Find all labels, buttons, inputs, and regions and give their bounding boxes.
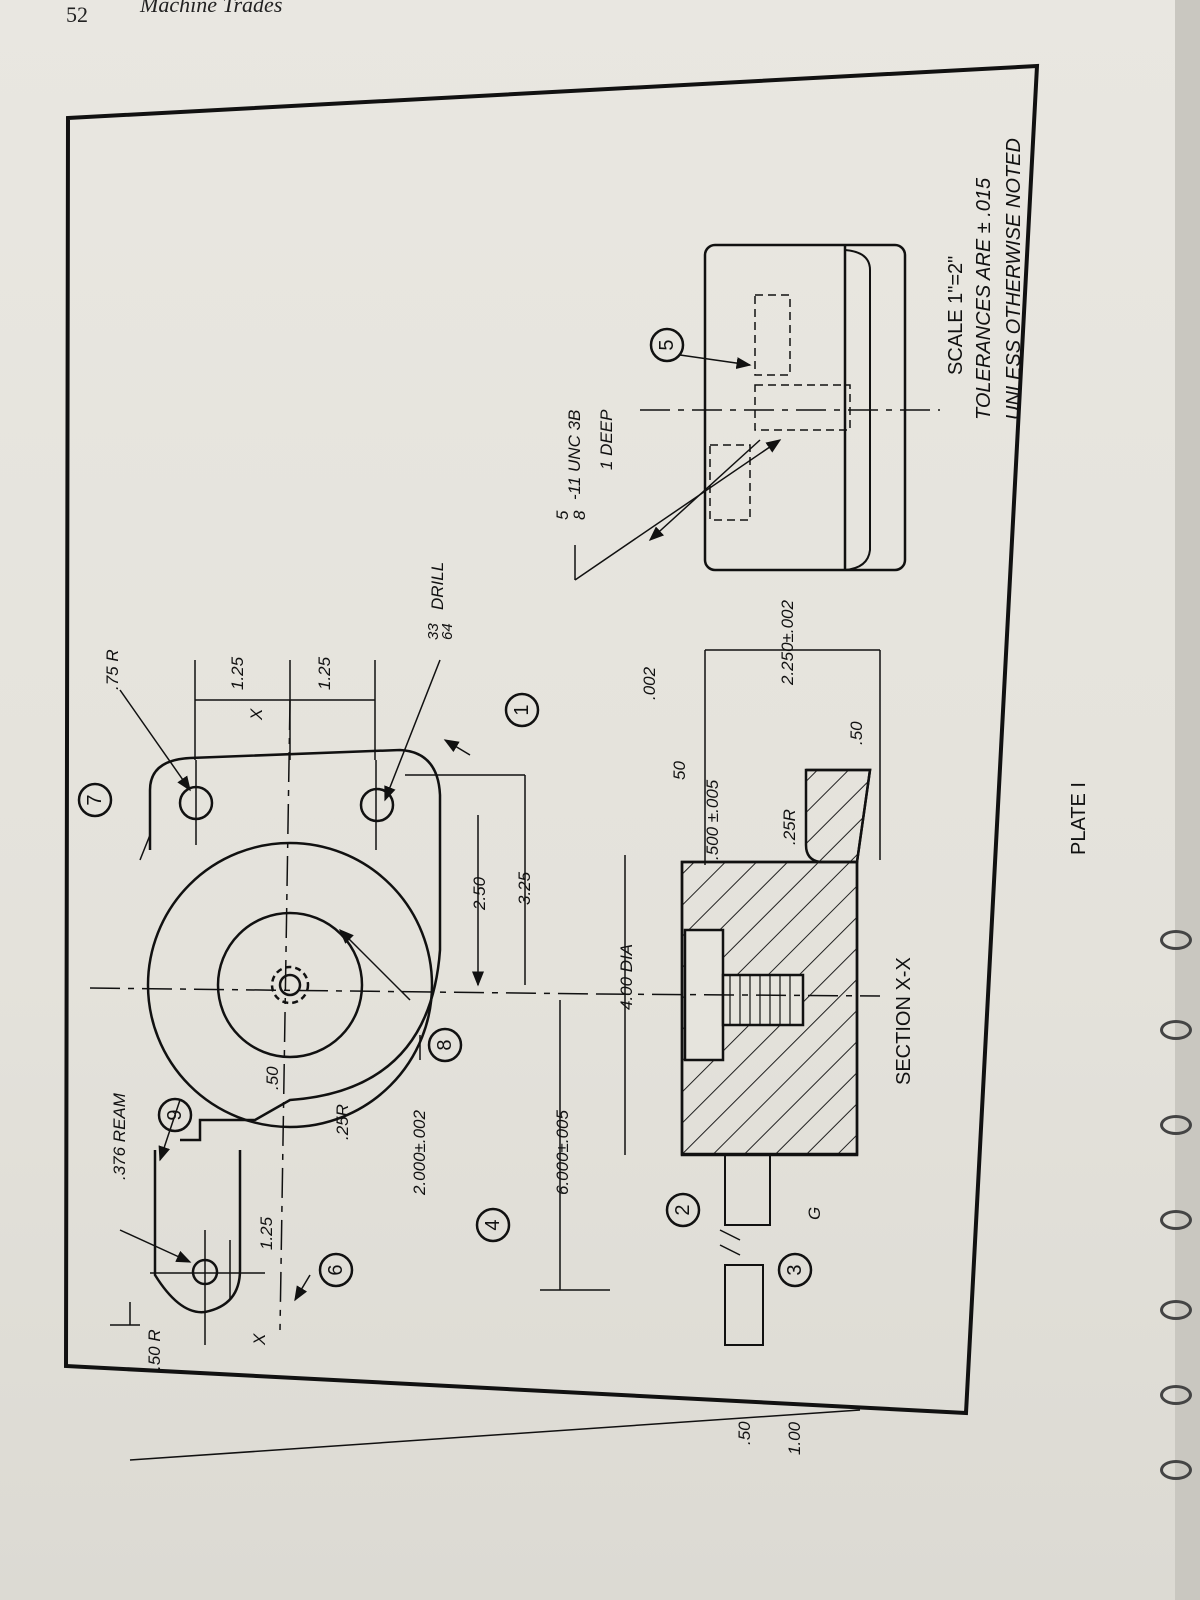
- thread-lines: [729, 975, 791, 1025]
- callout-9: 9: [164, 1109, 186, 1120]
- dim-500: .500 ±.005: [703, 779, 722, 860]
- section-view: [129, 649, 881, 1461]
- callout-1: 1: [511, 704, 533, 715]
- callout-4: 4: [482, 1219, 504, 1230]
- dim-250: 2.50: [470, 876, 489, 911]
- outer-circle: [146, 841, 434, 1129]
- tolerance-note-2: UNLESS OTHERWISE NOTED: [1003, 138, 1025, 420]
- inner-circle: [216, 911, 364, 1059]
- arm-outline: [153, 1150, 242, 1314]
- callout-5: 5: [656, 339, 678, 350]
- section-arm: [724, 1154, 771, 1226]
- plate-border: [63, 63, 1040, 1416]
- top-view: [89, 659, 610, 1345]
- section-thread: [721, 973, 805, 1027]
- callout-8: 8: [434, 1039, 456, 1050]
- callout-circles: [77, 327, 813, 1288]
- thread-num: 5: [553, 510, 572, 520]
- dim-ream: .376 REAM: [110, 1092, 129, 1180]
- callout-circle-8: [427, 1027, 463, 1063]
- side-block: [703, 243, 907, 572]
- hub-circle: [270, 965, 310, 1005]
- dim-2250: 2.250±.002: [778, 599, 797, 686]
- dim-2000: 2.000±.002: [410, 1109, 429, 1196]
- dim-r25a: .25R: [333, 1104, 352, 1140]
- dim-50a: .50: [263, 1066, 282, 1090]
- dim-x2: X: [250, 1333, 269, 1346]
- callout-circle-6: [318, 1252, 354, 1288]
- side-view: [574, 243, 940, 581]
- side-hidden-3: [709, 444, 751, 521]
- finish-002: .002: [640, 666, 659, 700]
- callout-circle-9: [157, 1097, 193, 1133]
- dim-325: 3.25: [515, 871, 534, 905]
- dim-r50: .50 R: [145, 1329, 164, 1370]
- dim-r75: .75 R: [103, 649, 122, 690]
- section-body-outline: [680, 860, 859, 1157]
- hole-bottom: [359, 787, 395, 823]
- callout-circle-1: [504, 692, 540, 728]
- dim-drill-den: 64: [439, 623, 456, 640]
- dim-50b: .50: [847, 721, 866, 745]
- plate-title: PLATE I: [1068, 782, 1090, 855]
- dim-400: 4.00 DIA: [617, 944, 636, 1010]
- dim-100: 1.00: [785, 1421, 804, 1455]
- callout-circle-4: [475, 1207, 511, 1243]
- dim-drill-text: DRILL: [428, 562, 447, 610]
- dim-125c: 1.25: [257, 1216, 276, 1250]
- callout-7: 7: [84, 794, 106, 805]
- dim-6000: 6.000±.005: [553, 1109, 572, 1195]
- callout-circle-3: [777, 1252, 813, 1288]
- callout-circle-5: [649, 327, 685, 363]
- dim-125a: 1.25: [228, 656, 247, 690]
- section-label: SECTION X-X: [893, 957, 915, 1085]
- callout-2: 2: [672, 1204, 694, 1215]
- datum-g: G: [805, 1207, 824, 1220]
- flange-outline: [148, 748, 442, 1142]
- thread-deep: 1 DEEP: [597, 409, 616, 470]
- tolerance-note-1: TOLERANCES ARE ± .015: [973, 177, 995, 420]
- finish-50: 50: [670, 761, 689, 780]
- page-number: 52: [66, 2, 88, 27]
- dim-x1: X: [247, 708, 266, 721]
- dim-drill-num: 33: [425, 623, 442, 640]
- dim-125b: 1.25: [315, 656, 334, 690]
- callout-3: 3: [784, 1264, 806, 1275]
- callout-circle-2: [665, 1192, 701, 1228]
- hub-core: [278, 973, 302, 997]
- thread-text: -11 UNC 3B: [565, 410, 584, 500]
- side-hidden-1: [754, 294, 791, 376]
- dim-50c: .50: [735, 1421, 754, 1445]
- callout-circle-7: [77, 782, 113, 818]
- side-hidden-2: [754, 384, 851, 431]
- callout-6: 6: [325, 1264, 347, 1275]
- section-step: [804, 768, 872, 864]
- thread-den: 8: [570, 510, 589, 520]
- running-header: Machine Trades: [140, 0, 283, 17]
- scale-note: SCALE 1"=2": [945, 256, 967, 375]
- dim-r25b: .25R: [780, 809, 799, 845]
- section-arm-end: [724, 1264, 764, 1346]
